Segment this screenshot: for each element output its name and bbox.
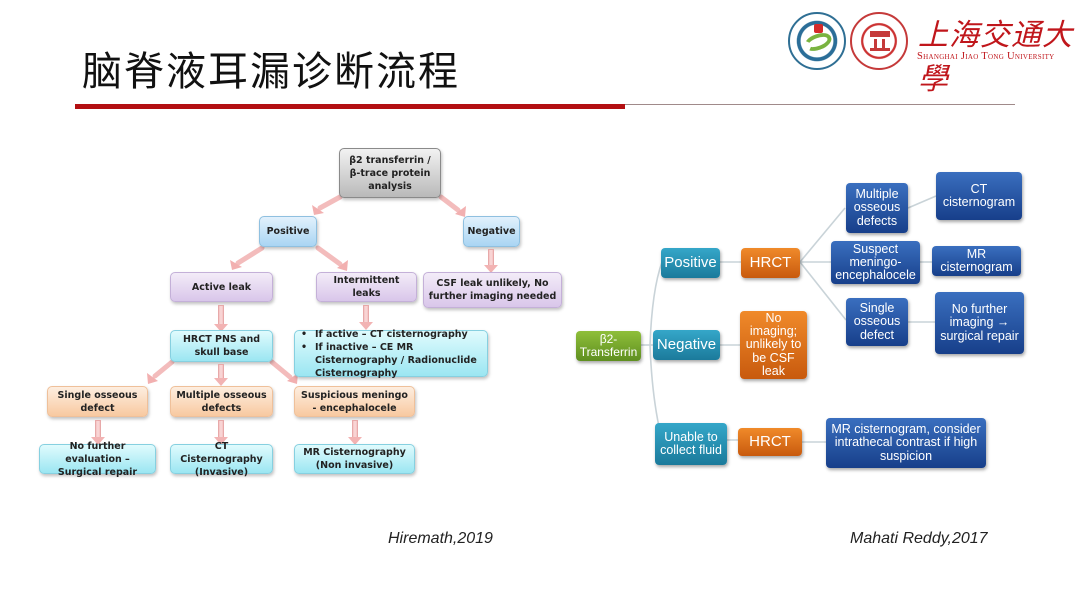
citation-hiremath: Hiremath,2019 — [388, 530, 493, 547]
node-active-leak: Active leak — [170, 272, 273, 302]
plan-item-inactive: If inactive – CE MR Cisternography / Rad… — [299, 341, 483, 380]
university-seal-icon — [850, 12, 908, 70]
node-no-imaging: No imaging; unlikely to be CSF leak — [740, 311, 807, 379]
slide-title: 脑脊液耳漏诊断流程 — [82, 49, 460, 95]
node-multiple-defects: Multiple osseous defects — [170, 386, 273, 417]
arrow-down-icon — [484, 249, 498, 273]
hospital-emblem-icon — [788, 12, 846, 70]
node-negative: Negative — [653, 330, 720, 360]
node-multiple-outcome: CT Cisternography (Invasive) — [170, 441, 273, 478]
intermittent-plan-list: If active – CT cisternography If inactiv… — [299, 328, 483, 380]
node-biomarker-analysis: β2 transferrin / β-trace protein analysi… — [339, 148, 441, 198]
node-intermittent-leaks: Intermittent leaks — [316, 272, 417, 302]
university-name-en: Shanghai Jiao Tong University — [917, 51, 1055, 62]
node-negative-result: CSF leak unlikely, No further imaging ne… — [423, 272, 562, 308]
arrow-down-icon — [214, 420, 228, 445]
arrow-down-icon — [214, 364, 228, 386]
node-suspicious-mec: Suspicious meningo - encephalocele — [294, 386, 415, 417]
node-single-defect: Single osseous defect — [47, 386, 148, 417]
node-mr-cisternogram: MR cisternogram — [932, 246, 1021, 276]
node-b2-transferrin: β2-Transferrin — [576, 331, 641, 361]
citation-mahati-reddy: Mahati Reddy,2017 — [850, 530, 988, 547]
node-surgical-repair: No further imaging → surgical repair — [935, 292, 1024, 354]
node-negative: Negative — [463, 216, 520, 247]
node-positive: Positive — [259, 216, 317, 247]
arrow-down-icon — [91, 420, 105, 445]
node-multiple-defects: Multiple osseous defects — [846, 183, 908, 233]
node-ct-cisternogram: CT cisternogram — [936, 172, 1022, 220]
node-hrct-positive: HRCT — [741, 248, 800, 278]
title-underline-rule — [625, 104, 1015, 105]
node-hrct-pns: HRCT PNS and skull base — [170, 330, 273, 362]
node-intermittent-plan: If active – CT cisternography If inactiv… — [294, 328, 488, 380]
node-mec-outcome: MR Cisternography (Non invasive) — [294, 444, 415, 474]
node-suspect-mec: Suspect meningo-encephalocele — [831, 241, 920, 284]
node-single-defect: Single osseous defect — [846, 298, 908, 346]
node-positive: Positive — [661, 248, 720, 278]
arrow-down-icon — [359, 305, 373, 330]
node-mr-cisternogram-intrathecal: MR cisternogram, consider intrathecal co… — [826, 418, 986, 468]
node-hrct-unable: HRCT — [738, 428, 802, 456]
node-unable-to-collect: Unable to collect fluid — [655, 423, 727, 465]
university-name-cn: 上海交通大學 — [918, 18, 1073, 97]
plan-item-active: If active – CT cisternography — [299, 328, 483, 341]
arrow-down-icon — [348, 420, 362, 445]
node-single-outcome: No further evaluation – Surgical repair — [39, 441, 156, 478]
title-underline-accent — [75, 104, 625, 109]
arrow-down-icon — [214, 305, 228, 332]
